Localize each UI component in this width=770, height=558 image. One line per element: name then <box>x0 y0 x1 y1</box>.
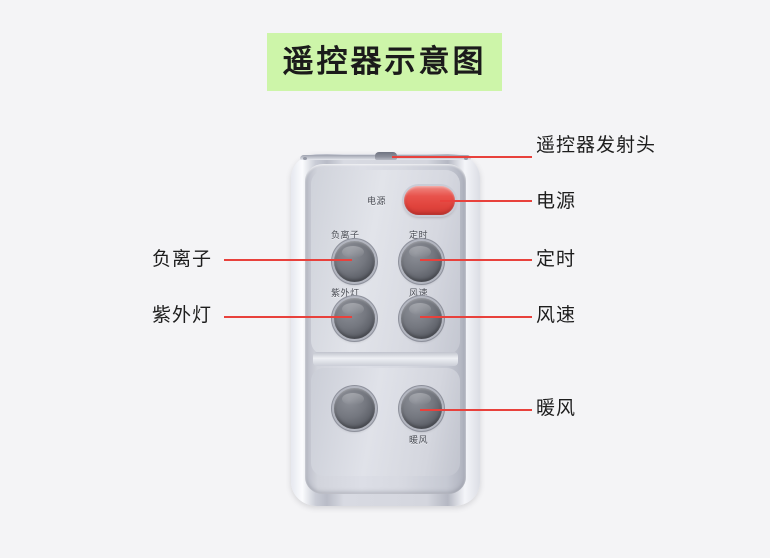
remote-control-device: 电源 负离子 定时 紫外灯 风速 暖风 <box>291 152 480 506</box>
callout-timer: 定时 <box>536 248 577 270</box>
lower-keypad-panel <box>311 368 460 476</box>
key-label-fan-speed: 风速 <box>409 289 429 299</box>
uv-lamp-button[interactable] <box>334 298 375 339</box>
callout-fan-speed: 风速 <box>536 304 577 326</box>
key-label-warm-air: 暖风 <box>409 436 429 446</box>
anion-button[interactable] <box>334 241 375 282</box>
warm-air-button[interactable] <box>401 388 442 429</box>
leader-line-ir-emitter <box>392 156 532 158</box>
key-label-power: 电源 <box>367 197 387 207</box>
callout-uv-lamp: 紫外灯 <box>152 304 213 326</box>
leader-line-fan-speed <box>420 316 532 318</box>
page-title-banner: 遥控器示意图 <box>267 33 502 91</box>
key-label-uv-lamp: 紫外灯 <box>331 289 360 299</box>
leader-line-timer <box>420 259 532 261</box>
callout-ir-emitter: 遥控器发射头 <box>536 134 657 156</box>
timer-button[interactable] <box>401 241 442 282</box>
keypad-divider-step <box>313 352 458 366</box>
page-title: 遥控器示意图 <box>282 43 487 80</box>
leader-line-uv-lamp <box>224 316 352 318</box>
screw-dot-right <box>464 157 468 160</box>
key-label-anion: 负离子 <box>331 231 360 241</box>
unlabeled-button[interactable] <box>334 388 375 429</box>
ir-emitter <box>375 152 397 160</box>
screw-dot-left <box>303 157 307 160</box>
leader-line-anion <box>224 259 352 261</box>
key-label-timer: 定时 <box>409 231 429 241</box>
callout-warm-air: 暖风 <box>536 397 577 419</box>
callout-power: 电源 <box>536 190 577 212</box>
leader-line-power <box>440 200 532 202</box>
leader-line-warm-air <box>420 409 532 411</box>
fan-speed-button[interactable] <box>401 298 442 339</box>
callout-anion: 负离子 <box>152 248 213 270</box>
